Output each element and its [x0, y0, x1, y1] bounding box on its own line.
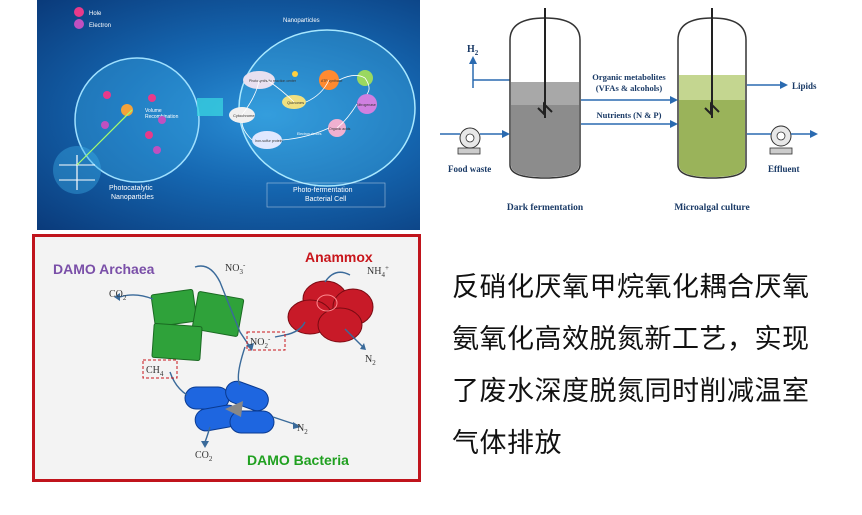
lipids-label: Lipids	[792, 81, 817, 91]
caption-line-3: 了废水深度脱氮同时削减温室	[452, 376, 810, 407]
damo-bacteria-label: DAMO Bacteria	[247, 452, 349, 468]
dark-fermentation-label: Dark fermentation	[507, 203, 584, 213]
organic-label-2: (VFAs & alcohols)	[596, 83, 663, 93]
mid-label-1: Volume	[145, 108, 162, 114]
charge-dots	[101, 91, 166, 154]
n2-right-label: N2	[365, 354, 376, 367]
food-waste-pump-icon	[457, 127, 481, 155]
anammox-label: Anammox	[305, 249, 373, 265]
node-quinones: Quinones	[287, 100, 304, 105]
fermentation-svg: H2 Organic metabolites (VFAs & alcohols)…	[440, 8, 818, 213]
effluent-pump-icon	[769, 125, 793, 155]
node-donors: Electron donors	[297, 132, 322, 136]
bacterial-cell	[239, 30, 415, 186]
n2-bottom-label: N2	[297, 423, 308, 436]
anammox-cells	[287, 280, 374, 343]
no2-box	[246, 331, 286, 351]
dark-fermentation-reactor	[509, 8, 581, 179]
transfer-arrow	[197, 98, 223, 116]
h2-label: H2	[467, 44, 479, 57]
node-cytochrome: Cytochrome	[233, 113, 255, 118]
caption-line-2: 氨氧化高效脱氮新工艺，实现	[452, 324, 810, 355]
ch4-box	[142, 359, 178, 379]
bacteria-cells	[184, 380, 275, 434]
fermentation-process-figure: H2 Organic metabolites (VFAs & alcohols)…	[440, 0, 862, 222]
core-particle	[121, 104, 133, 116]
node-organic: Organic acids	[329, 127, 351, 131]
photo-fermentation-svg: Hole Electron Volume Recombination Photo…	[53, 7, 416, 208]
top-label: Nanoparticles	[283, 18, 320, 24]
co2-top-label: CO2	[109, 289, 127, 302]
caption-line-4: 气体排放	[452, 428, 562, 459]
caption-text: 反硝化厌氧甲烷氧化耦合厌氧 氨氧化高效脱氮新工艺，实现 了废水深度脱氮同时削减温…	[452, 262, 856, 470]
effluent-label: Effluent	[768, 164, 800, 174]
ch4-label: CH4	[146, 365, 164, 378]
photo-fermentation-figure: Hole Electron Volume Recombination Photo…	[37, 0, 420, 230]
food-waste-label: Food waste	[448, 164, 491, 174]
right-label-2: Bacterial Cell	[305, 196, 347, 203]
archaea-cells	[150, 288, 245, 361]
left-label-2: Nanoparticles	[111, 194, 154, 201]
node-nitrogenase: Nitrogenase	[357, 103, 376, 107]
left-label-1: Photocatalytic	[109, 185, 153, 192]
organic-label-1: Organic metabolites	[592, 72, 666, 82]
nanoparticle-sphere	[75, 58, 199, 182]
hole-legend-dot	[74, 7, 84, 17]
legend-electron: Electron	[89, 23, 111, 29]
nutrients-label: Nutrients (N & P)	[597, 110, 662, 120]
caption-line-1: 反硝化厌氧甲烷氧化耦合厌氧	[452, 272, 810, 303]
co2-bottom-label: CO2	[195, 450, 213, 463]
damo-svg: DAMO Archaea Anammox DAMO Bacteria	[53, 249, 389, 468]
legend-hole: Hole	[89, 11, 102, 17]
damo-archaea-label: DAMO Archaea	[53, 261, 155, 277]
node-atp: ATP synthase	[321, 79, 343, 83]
no3-label: NO3-	[225, 261, 246, 276]
node-fes: Iron-sulfur protein	[255, 139, 282, 143]
microalgal-label: Microalgal culture	[674, 203, 749, 213]
electron-legend-dot	[74, 19, 84, 29]
arrow-heads	[114, 293, 366, 448]
microalgal-reactor	[677, 8, 747, 179]
damo-anammox-figure: DAMO Archaea Anammox DAMO Bacteria	[32, 234, 421, 482]
nh4-label: NH4+	[367, 264, 389, 279]
no2-label: NO2-	[250, 335, 271, 350]
node-prc: Photosynthetic reaction center	[249, 79, 297, 83]
right-label-1: Photo-fermentation	[293, 187, 353, 194]
